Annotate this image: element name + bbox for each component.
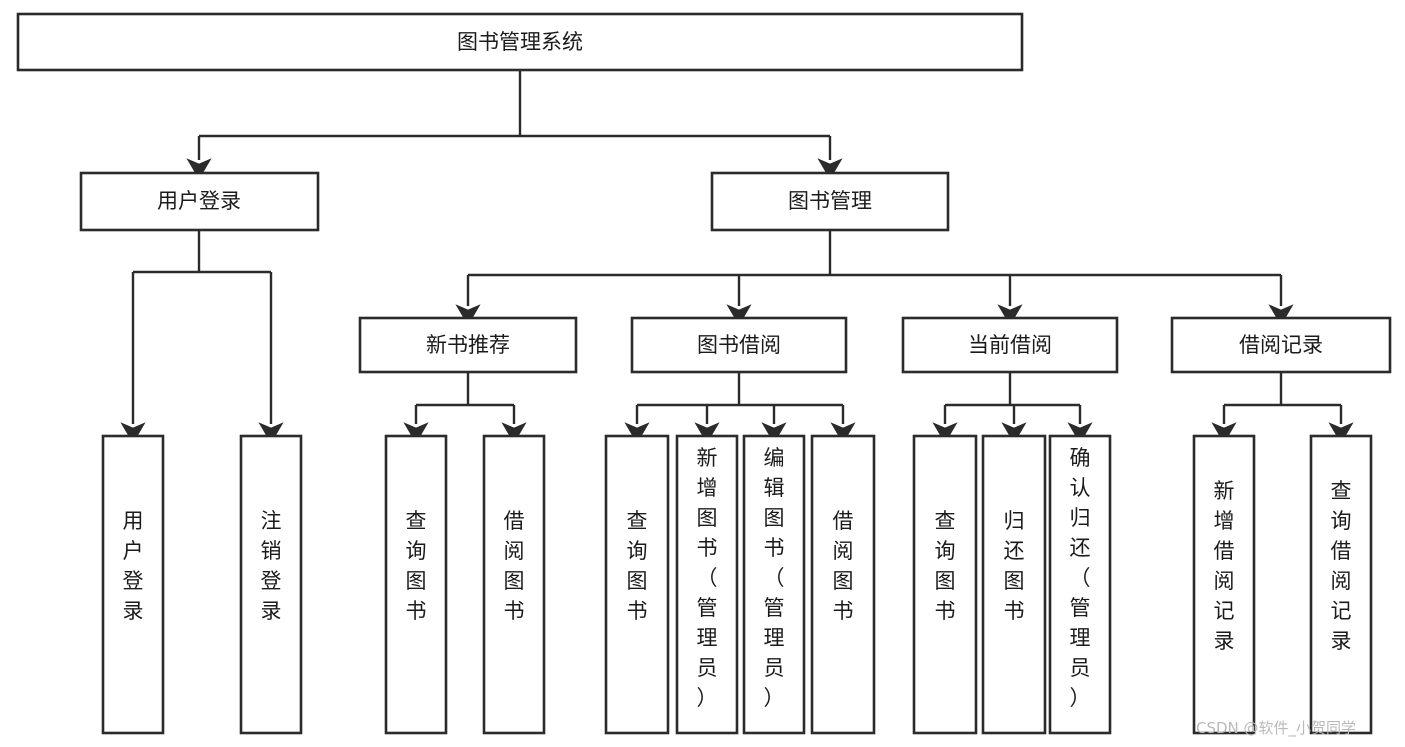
node-current-borrow[interactable]: 当前借阅	[901, 316, 1119, 374]
node-book-manage-label: 图书管理	[788, 189, 872, 213]
node-leaf-add-book[interactable]: 新增图书（管理员）	[675, 434, 739, 735]
node-borrow-record-label: 借阅记录	[1239, 333, 1323, 357]
csdn-watermark: CSDN @软件_小贺同学	[1196, 719, 1356, 738]
node-leaf-return-book-box[interactable]	[981, 434, 1047, 735]
node-new-book-rec[interactable]: 新书推荐	[358, 316, 578, 374]
node-leaf-logout[interactable]: 注销登录	[239, 434, 303, 735]
node-current-borrow-label: 当前借阅	[968, 333, 1052, 357]
node-leaf-borrow-book-1[interactable]: 借阅图书	[482, 434, 546, 735]
connector-lines	[120, 70, 1354, 444]
node-root-label: 图书管理系统	[457, 30, 583, 54]
node-leaf-add-book-box[interactable]	[675, 434, 739, 735]
node-new-book-rec-label: 新书推荐	[426, 333, 510, 357]
node-leaf-query-book-3-box[interactable]	[912, 434, 978, 735]
node-leaf-add-book-label: 新增图书（管理员）	[697, 446, 718, 710]
node-leaf-query-record-box[interactable]	[1309, 434, 1373, 735]
node-leaf-borrow-book-2[interactable]: 借阅图书	[810, 434, 876, 735]
node-book-borrow[interactable]: 图书借阅	[630, 316, 848, 374]
node-new-book-rec-box[interactable]	[358, 316, 578, 374]
node-leaf-query-book-2-box[interactable]	[604, 434, 670, 735]
node-leaf-return-book-label: 归还图书	[1004, 509, 1025, 623]
node-book-borrow-box[interactable]	[630, 316, 848, 374]
node-user-login[interactable]: 用户登录	[79, 171, 320, 232]
node-leaf-query-book-3-label: 查询图书	[935, 509, 956, 623]
node-leaf-query-book-1-box[interactable]	[384, 434, 448, 735]
node-root-box[interactable]	[16, 12, 1024, 72]
node-leaf-logout-box[interactable]	[239, 434, 303, 735]
node-book-manage[interactable]: 图书管理	[710, 171, 950, 232]
node-leaf-add-record-label: 新增借阅记录	[1214, 479, 1235, 653]
node-leaf-logout-label: 注销登录	[261, 509, 282, 623]
node-user-login-label: 用户登录	[157, 189, 241, 213]
node-leaf-query-book-1-label: 查询图书	[406, 509, 427, 623]
node-leaf-query-book-1[interactable]: 查询图书	[384, 434, 448, 735]
node-leaf-edit-book-label: 编辑图书（管理员）	[764, 446, 785, 710]
node-leaf-confirm-return-label: 确认归还（管理员）	[1070, 446, 1091, 710]
node-leaf-borrow-book-1-box[interactable]	[482, 434, 546, 735]
node-leaf-query-record[interactable]: 查询借阅记录	[1309, 434, 1373, 735]
node-leaf-query-book-2-label: 查询图书	[627, 509, 648, 623]
node-leaf-query-book-2[interactable]: 查询图书	[604, 434, 670, 735]
node-leaf-user-login[interactable]: 用户登录	[101, 434, 165, 735]
node-leaf-confirm-return-box[interactable]	[1048, 434, 1112, 735]
node-leaf-add-record[interactable]: 新增借阅记录	[1192, 434, 1256, 735]
node-leaf-edit-book-box[interactable]	[742, 434, 806, 735]
node-user-login-box[interactable]	[79, 171, 320, 232]
node-root[interactable]: 图书管理系统	[16, 12, 1024, 72]
node-book-borrow-label: 图书借阅	[697, 333, 781, 357]
node-borrow-record[interactable]: 借阅记录	[1170, 316, 1392, 374]
node-leaf-borrow-book-2-label: 借阅图书	[833, 509, 854, 623]
node-current-borrow-box[interactable]	[901, 316, 1119, 374]
node-leaf-return-book[interactable]: 归还图书	[981, 434, 1047, 735]
node-leaf-confirm-return[interactable]: 确认归还（管理员）	[1048, 434, 1112, 735]
node-borrow-record-box[interactable]	[1170, 316, 1392, 374]
node-book-manage-box[interactable]	[710, 171, 950, 232]
node-leaf-borrow-book-2-box[interactable]	[810, 434, 876, 735]
node-leaf-user-login-box[interactable]	[101, 434, 165, 735]
node-leaf-borrow-book-1-label: 借阅图书	[504, 509, 525, 623]
node-leaf-add-record-box[interactable]	[1192, 434, 1256, 735]
node-leaf-query-book-3[interactable]: 查询图书	[912, 434, 978, 735]
node-leaf-edit-book[interactable]: 编辑图书（管理员）	[742, 434, 806, 735]
node-leaf-user-login-label: 用户登录	[123, 509, 144, 623]
node-leaf-query-record-label: 查询借阅记录	[1331, 479, 1352, 653]
